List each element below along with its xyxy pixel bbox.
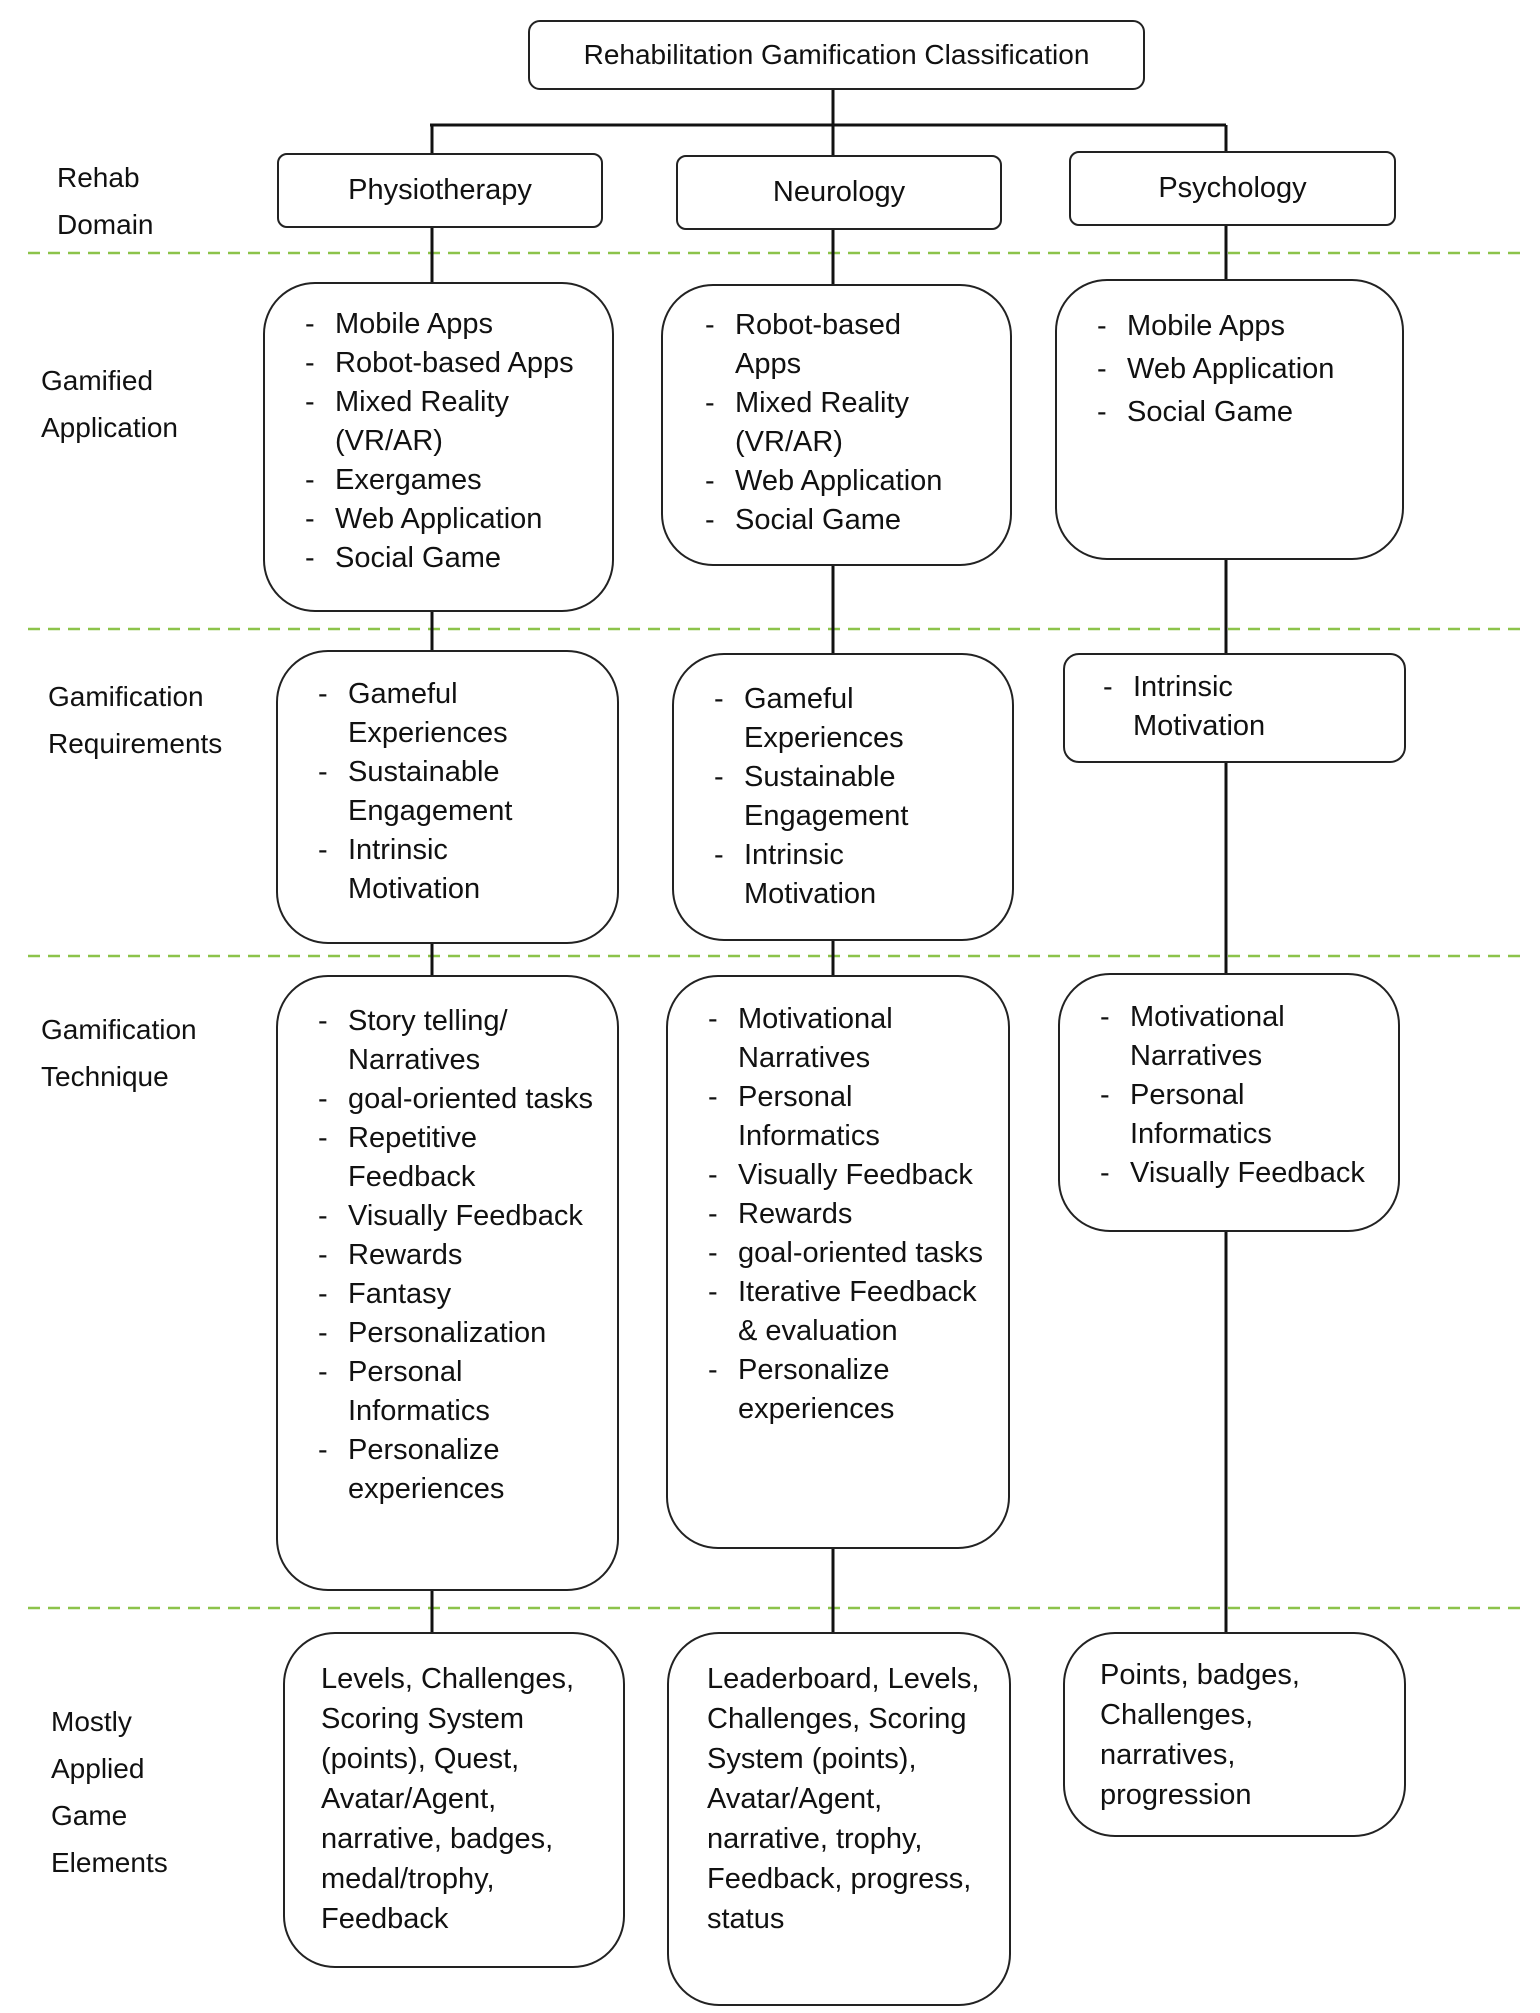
list-item: Story telling/ Narratives	[314, 1002, 603, 1080]
application-box-neurology: Robot-based Apps Mixed Reality (VR/AR) W…	[661, 284, 1012, 566]
root-title: Rehabilitation Gamification Classificati…	[583, 39, 1090, 70]
list-item: Web Application	[1093, 348, 1402, 391]
list-item: Sustainable Engagement	[710, 758, 952, 836]
list-item: Intrinsic Motivation	[314, 831, 557, 909]
list-item: Mixed Reality (VR/AR)	[301, 383, 612, 461]
list-item: Gameful Experiences	[710, 680, 952, 758]
list-item: Rewards	[704, 1195, 994, 1234]
row-label-line: Application	[41, 412, 178, 443]
technique-list: Motivational Narratives Personal Informa…	[704, 1000, 994, 1429]
list-item: Motivational Narratives	[704, 1000, 994, 1078]
requirements-box-neurology: Gameful Experiences Sustainable Engageme…	[672, 653, 1014, 941]
requirements-list: Gameful Experiences Sustainable Engageme…	[314, 675, 557, 909]
application-list: Mobile Apps Robot-based Apps Mixed Reali…	[301, 305, 612, 578]
row-label-game-elements: Mostly Applied Game Elements	[51, 1698, 168, 1886]
requirements-box-physiotherapy: Gameful Experiences Sustainable Engageme…	[276, 650, 619, 944]
row-label-line: Elements	[51, 1847, 168, 1878]
application-box-psychology: Mobile Apps Web Application Social Game	[1055, 279, 1404, 560]
list-item: goal-oriented tasks	[704, 1234, 994, 1273]
elements-box-psychology: Points, badges, Challenges, narratives, …	[1063, 1632, 1406, 1837]
technique-box-physiotherapy: Story telling/ Narratives goal-oriented …	[276, 975, 619, 1591]
domain-box-physiotherapy: Physiotherapy	[277, 153, 603, 228]
list-item: Intrinsic Motivation	[710, 836, 952, 914]
list-item: Exergames	[301, 461, 612, 500]
list-item: Personalize experiences	[314, 1431, 603, 1509]
row-label-line: Gamified	[41, 365, 154, 396]
list-item: Social Game	[301, 539, 612, 578]
list-item: Personal Informatics	[314, 1353, 603, 1431]
domain-label: Psychology	[1158, 172, 1307, 204]
list-item: Visually Feedback	[704, 1156, 994, 1195]
row-label-gamification-technique: Gamification Technique	[41, 1006, 197, 1100]
list-item: Sustainable Engagement	[314, 753, 557, 831]
list-item: Visually Feedback	[314, 1197, 603, 1236]
requirements-list: Intrinsic Motivation	[1099, 668, 1344, 746]
elements-text: Leaderboard, Levels, Challenges, Scoring…	[707, 1663, 980, 1935]
domain-box-neurology: Neurology	[676, 155, 1002, 230]
list-item: Web Application	[301, 500, 612, 539]
list-item: Motivational Narratives	[1096, 998, 1384, 1076]
application-list: Mobile Apps Web Application Social Game	[1093, 305, 1402, 434]
root-title-box: Rehabilitation Gamification Classificati…	[528, 20, 1145, 90]
elements-box-physiotherapy: Levels, Challenges, Scoring System (poin…	[283, 1632, 625, 1968]
technique-list: Motivational Narratives Personal Informa…	[1096, 998, 1384, 1193]
list-item: Rewards	[314, 1236, 603, 1275]
list-item: Personalize experiences	[704, 1351, 994, 1429]
list-item: Robot-based Apps	[701, 306, 970, 384]
row-label-line: Domain	[57, 209, 154, 240]
list-item: Social Game	[1093, 391, 1402, 434]
list-item: Personal Informatics	[1096, 1076, 1384, 1154]
row-label-line: Applied	[51, 1753, 145, 1784]
row-label-line: Game	[51, 1800, 128, 1831]
row-label-gamified-application: Gamified Application	[41, 357, 178, 451]
list-item: Personalization	[314, 1314, 603, 1353]
row-label-line: Requirements	[48, 728, 223, 759]
list-item: Fantasy	[314, 1275, 603, 1314]
list-item: Mixed Reality (VR/AR)	[701, 384, 970, 462]
list-item: Social Game	[701, 501, 970, 540]
row-label-line: Mostly	[51, 1706, 132, 1737]
requirements-box-psychology: Intrinsic Motivation	[1063, 653, 1406, 763]
list-item: Personal Informatics	[704, 1078, 994, 1156]
list-item: Repetitive Feedback	[314, 1119, 603, 1197]
domain-box-psychology: Psychology	[1069, 151, 1396, 226]
technique-box-psychology: Motivational Narratives Personal Informa…	[1058, 973, 1400, 1232]
list-item: Mobile Apps	[1093, 305, 1402, 348]
application-box-physiotherapy: Mobile Apps Robot-based Apps Mixed Reali…	[263, 282, 614, 612]
domain-label: Neurology	[772, 176, 906, 208]
list-item: Intrinsic Motivation	[1099, 668, 1344, 746]
requirements-list: Gameful Experiences Sustainable Engageme…	[710, 680, 952, 914]
list-item: Visually Feedback	[1096, 1154, 1384, 1193]
list-item: Web Application	[701, 462, 970, 501]
list-item: Robot-based Apps	[301, 344, 612, 383]
row-label-rehab-domain: Rehab Domain	[57, 154, 153, 248]
elements-box-neurology: Leaderboard, Levels, Challenges, Scoring…	[667, 1632, 1011, 2006]
row-label-gamification-requirements: Gamification Requirements	[48, 673, 222, 767]
application-list: Robot-based Apps Mixed Reality (VR/AR) W…	[701, 306, 970, 540]
row-label-line: Gamification	[48, 681, 204, 712]
domain-label: Physiotherapy	[348, 174, 532, 206]
list-item: Mobile Apps	[301, 305, 612, 344]
list-item: Iterative Feedback & evaluation	[704, 1273, 994, 1351]
elements-text: Points, badges, Challenges, narratives, …	[1100, 1659, 1300, 1811]
row-label-line: Rehab	[57, 162, 140, 193]
elements-text: Levels, Challenges, Scoring System (poin…	[321, 1663, 575, 1935]
row-label-line: Gamification	[41, 1014, 197, 1045]
technique-list: Story telling/ Narratives goal-oriented …	[314, 1002, 603, 1509]
list-item: goal-oriented tasks	[314, 1080, 603, 1119]
list-item: Gameful Experiences	[314, 675, 557, 753]
technique-box-neurology: Motivational Narratives Personal Informa…	[666, 975, 1010, 1549]
row-label-line: Technique	[41, 1061, 169, 1092]
